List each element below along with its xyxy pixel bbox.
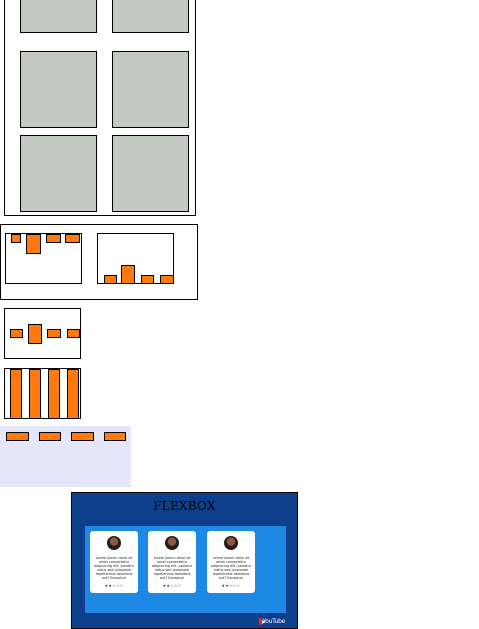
gray-tile	[20, 51, 97, 128]
avatar	[165, 536, 179, 550]
youtube-logo[interactable]: YouTube	[259, 617, 285, 626]
orange-item	[67, 369, 79, 419]
orange-item	[28, 324, 42, 344]
orange-item	[46, 234, 61, 243]
star-rating: ★★☆☆☆	[221, 583, 241, 588]
orange-item	[141, 275, 154, 284]
card-text: Lorem ipsum dolor sit amet consectetur a…	[93, 556, 135, 580]
orange-item	[67, 329, 80, 338]
gray-tile	[112, 0, 189, 33]
testimonial-card: Lorem ipsum dolor sit amet consectetur a…	[90, 531, 138, 593]
play-icon	[259, 618, 265, 625]
align-end-box	[97, 233, 174, 284]
avatar	[107, 536, 121, 550]
orange-item	[10, 369, 22, 419]
gray-tile	[112, 135, 189, 212]
gray-tile	[20, 135, 97, 212]
orange-item	[39, 432, 61, 441]
orange-item	[47, 329, 61, 338]
flexbox-panel: FLEXBOX Lorem ipsum dolor sit amet conse…	[71, 492, 298, 629]
gray-grid-container	[4, 0, 196, 216]
orange-item	[71, 432, 94, 441]
star-rating: ★★☆☆☆	[104, 583, 124, 588]
orange-item	[121, 265, 135, 284]
align-stretch-box	[4, 368, 81, 419]
orange-item	[11, 234, 21, 243]
card-row: Lorem ipsum dolor sit amet consectetur a…	[85, 526, 286, 613]
align-start-box	[5, 233, 82, 284]
youtube-logo-text: YouTube	[262, 618, 286, 625]
card-text: Lorem ipsum dolor sit amet consectetur a…	[210, 556, 252, 580]
orange-item	[104, 432, 126, 441]
orange-item	[160, 275, 174, 284]
avatar	[224, 536, 238, 550]
gray-tile	[112, 51, 189, 128]
orange-item	[104, 275, 117, 284]
testimonial-card: Lorem ipsum dolor sit amet consectetur a…	[207, 531, 255, 593]
align-demo-container	[0, 224, 198, 300]
orange-item	[10, 329, 23, 338]
align-center-box	[4, 308, 81, 359]
flexbox-title: FLEXBOX	[153, 499, 216, 513]
testimonial-card: Lorem ipsum dolor sit amet consectetur a…	[148, 531, 196, 593]
orange-item	[48, 369, 60, 419]
orange-item	[29, 369, 41, 419]
gray-tile	[20, 0, 97, 33]
star-rating: ★★☆☆☆	[162, 583, 182, 588]
orange-item	[26, 234, 41, 254]
orange-item	[6, 432, 29, 441]
space-around-row	[0, 426, 131, 487]
card-text: Lorem ipsum dolor sit amet consectetur a…	[151, 556, 193, 580]
orange-item	[65, 234, 80, 243]
